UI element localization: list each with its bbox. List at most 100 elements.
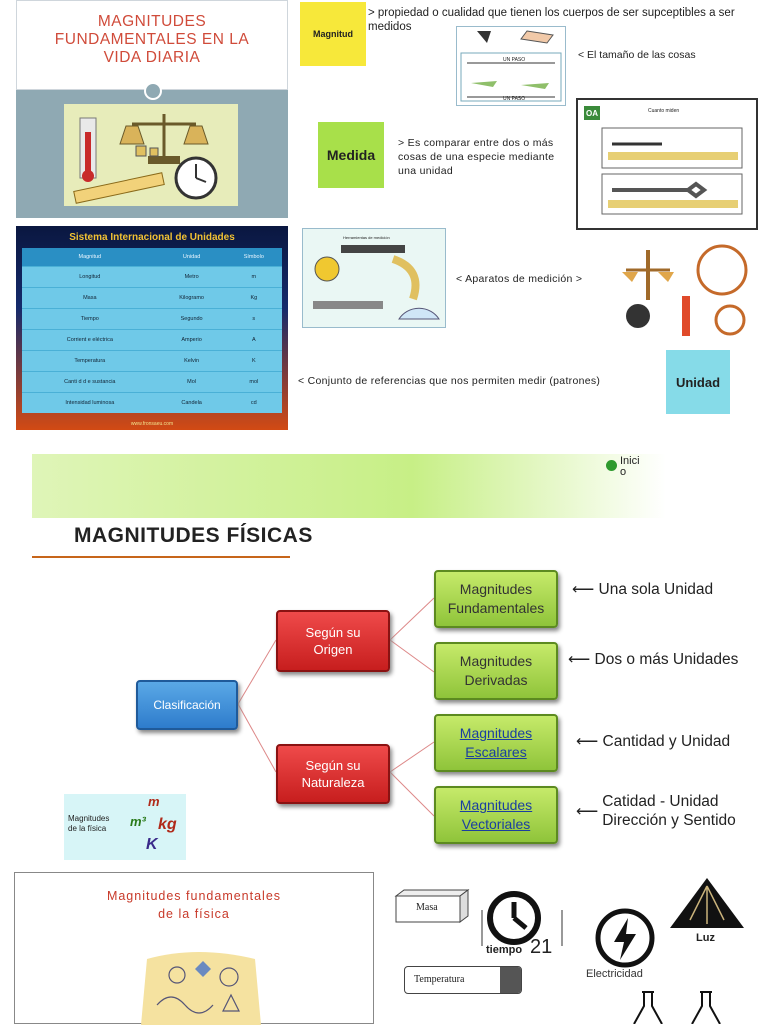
tiempo-number: 21 <box>530 936 553 958</box>
table-cell: Kilogramo <box>157 287 226 309</box>
node-label: Escalares <box>465 744 527 760</box>
image-caption: Herramientas de medición <box>343 235 390 240</box>
clock-icon <box>481 891 563 946</box>
scale-thermometer-clock-icon <box>73 114 218 204</box>
masa-label: Masa <box>416 902 438 913</box>
note-cantidad-unidad: ⟵ Cantidad y Unidad <box>576 733 731 750</box>
table-cell: Tiempo <box>22 308 158 330</box>
connector-lines <box>237 597 435 817</box>
image-caption: Cuanto miden <box>648 108 680 114</box>
slide-title: MAGNITUDES FUNDAMENTALES EN LA VIDA DIAR… <box>17 13 287 67</box>
physics-symbols-icon <box>141 952 261 1025</box>
inicio-text: Inici <box>620 455 640 467</box>
slide-title-card: MAGNITUDES FUNDAMENTALES EN LA VIDA DIAR… <box>16 0 288 90</box>
note-text: Catidad - Unidad <box>602 793 719 810</box>
note-dos-unidades: ⟵ Dos o más Unidades <box>568 651 739 668</box>
badge: OA <box>584 106 600 120</box>
luz-icon-group: Luz <box>666 872 748 954</box>
node-label: Clasificación <box>153 698 221 712</box>
table-cell: Candela <box>157 392 226 413</box>
box-icon <box>394 889 470 923</box>
measuring-tools-illustration <box>16 82 288 218</box>
note-text: Una sola Unidad <box>598 581 714 598</box>
medida-definition: > Es comparar entre dos o más cosas de u… <box>398 137 555 177</box>
note-text: Dirección y Sentido <box>602 812 736 829</box>
measurement-card-image: OA Cuanto miden <box>576 98 758 230</box>
table-cell: Kelvin <box>157 350 226 372</box>
feet-step-image: UN PASO UN PASO <box>456 26 566 106</box>
thumb-label: Magnitudes <box>68 814 110 823</box>
clasificacion-node: Clasificación <box>136 680 238 730</box>
unit-symbol: m³ <box>130 814 146 829</box>
unidad-note: < Conjunto de referencias que nos permit… <box>298 375 601 387</box>
slide-header-band <box>32 454 666 518</box>
table-cell: Segundo <box>157 308 226 330</box>
medida-label: Medida <box>326 147 376 163</box>
slide-title: Magnitudes fundamentales de la física <box>15 887 373 923</box>
temperatura-label: Temperatura <box>414 974 465 985</box>
magnitudes-fisicas-slide: Inici o MAGNITUDES FÍSICAS Clasificación… <box>32 454 738 862</box>
electricidad-label: Electricidad <box>586 968 643 980</box>
table-cell: s <box>225 308 282 330</box>
table-cell: Amperio <box>157 329 226 351</box>
table-header-row: Magnitud Unidad Símbolo <box>22 248 282 267</box>
title-line: MAGNITUDES <box>97 13 207 30</box>
flask-icons <box>628 990 732 1025</box>
title-line: FUNDAMENTALES EN LA <box>54 31 250 48</box>
magnitud-definition: > propiedad o cualidad que tienen los cu… <box>368 7 735 33</box>
inicio-link[interactable]: Inici o <box>606 456 640 478</box>
luz-label: Luz <box>696 932 715 944</box>
table-cell: m <box>225 266 282 288</box>
tiempo-icon: tiempo 21 <box>480 888 564 962</box>
slider-knob <box>500 967 521 993</box>
table-cell: Canti d d e sustancia <box>22 371 158 393</box>
table-cell: Temperatura <box>22 350 158 372</box>
node-label: Vectoriales <box>461 816 531 832</box>
tape-caliper-protractor-icon <box>313 245 440 320</box>
magnitudes-fundamentales-slide: Magnitudes fundamentales de la física <box>14 872 374 1025</box>
column-header: Símbolo <box>225 248 282 267</box>
temperatura-slider: Temperatura <box>404 966 522 996</box>
unit-symbol: kg <box>158 816 177 833</box>
instruments-clipart <box>618 240 758 340</box>
table-cell: Intensidad luminosa <box>22 392 158 413</box>
tiempo-label: tiempo <box>486 944 523 956</box>
note-una-sola-unidad: ⟵ Una sola Unidad <box>572 581 714 598</box>
node-label: Magnitudes <box>459 653 533 669</box>
title-underline <box>32 556 290 558</box>
unidad-label: Unidad <box>675 374 721 390</box>
node-label: Origen <box>313 642 353 657</box>
note-text: Dos o más Unidades <box>594 651 739 668</box>
footprint-ruler-icon <box>460 30 562 102</box>
table-cell: Corrient e eléctrica <box>22 329 158 351</box>
balance-clock-thermometer-icon <box>622 244 748 336</box>
table-cell: cd <box>225 392 282 413</box>
medida-box: Medida <box>318 122 384 188</box>
node-label: Según su <box>305 758 361 773</box>
thumb-label: de la física <box>68 824 107 833</box>
lightning-bolt-icon <box>595 908 655 968</box>
page-title: MAGNITUDES FÍSICAS <box>74 524 313 547</box>
table-footer-url: www.fronsaeu.com <box>130 421 174 427</box>
masa-box-icon: Masa <box>394 888 470 924</box>
unit-symbol: K <box>146 836 158 853</box>
size-note: < El tamaño de las cosas <box>578 49 696 61</box>
magnitud-label: Magnitud <box>313 29 353 39</box>
home-icon <box>606 460 617 471</box>
table-cell: Metro <box>157 266 226 288</box>
inicio-text: o <box>620 466 627 478</box>
unidad-box: Unidad <box>666 350 730 414</box>
light-prism-icon <box>670 878 744 928</box>
table-cell: Kg <box>225 287 282 309</box>
